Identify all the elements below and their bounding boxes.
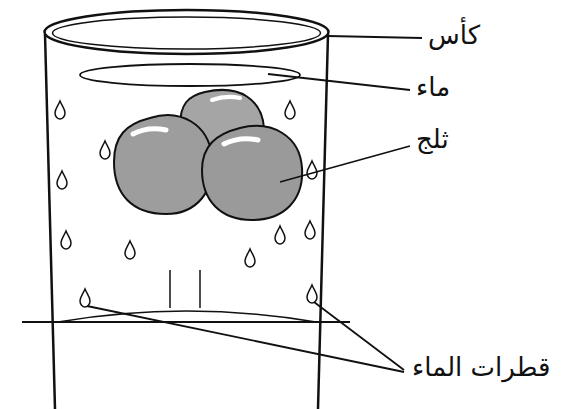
- glass-wall: [45, 34, 55, 409]
- water-surface: [80, 64, 300, 86]
- glass-rim: [45, 10, 329, 54]
- glass-bottom: [58, 311, 316, 322]
- ice-cubes: [114, 90, 302, 220]
- table-line: [22, 321, 350, 323]
- part-label: ماء: [416, 72, 450, 103]
- glass-reflection: [199, 270, 201, 308]
- leader-lines: [87, 36, 422, 372]
- part-label: قطرات الماء: [412, 352, 550, 383]
- part-label: كأس: [428, 20, 480, 51]
- water-droplets: [55, 101, 317, 307]
- part-label: ثلج: [416, 124, 449, 155]
- glass-wall: [318, 34, 328, 409]
- glass-reflection: [169, 270, 171, 308]
- glass-rim-inner: [53, 17, 321, 49]
